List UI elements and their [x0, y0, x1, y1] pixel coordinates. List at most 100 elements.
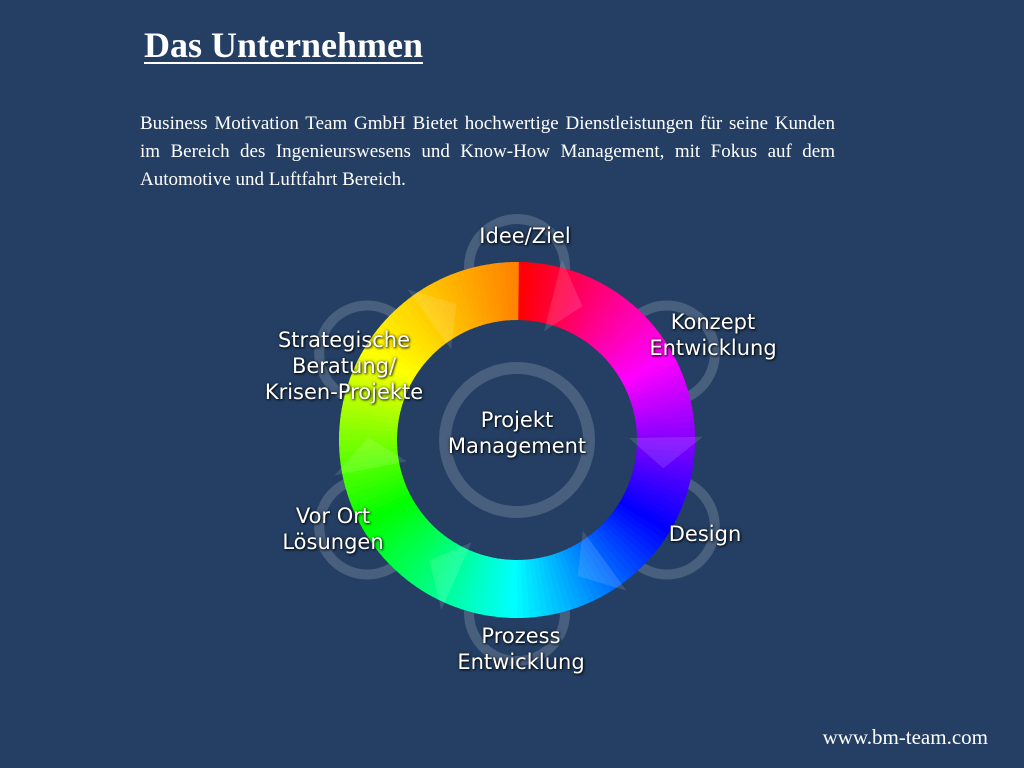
ring-segment — [339, 451, 399, 465]
ring-segment — [560, 549, 590, 606]
ring-segment — [586, 534, 627, 586]
ring-arrow-head — [407, 289, 457, 350]
ring-segment — [358, 495, 414, 529]
ring-segment — [622, 492, 677, 526]
ring-segment — [492, 262, 506, 322]
ring-segment — [396, 528, 440, 577]
ring-segment — [426, 543, 461, 598]
ring-segment — [554, 270, 580, 328]
ring-segment — [362, 344, 416, 380]
ring-segment — [593, 529, 637, 578]
ring-segment — [577, 285, 613, 339]
intro-paragraph: Business Motivation Team GmbH Bietet hoc… — [140, 113, 835, 190]
ring-segment — [375, 512, 426, 555]
ring-segment — [387, 522, 434, 569]
ring-segment — [456, 270, 482, 328]
center-label: Projekt Management — [447, 408, 587, 458]
ring-segment — [361, 498, 416, 535]
ring-segment — [433, 279, 466, 335]
ring-segment — [626, 484, 683, 515]
node-label-konzept: Konzept Entwicklung — [649, 310, 777, 360]
ring-segment — [401, 531, 444, 581]
ring-segment — [410, 536, 450, 588]
ring-segment — [620, 351, 676, 385]
ring-segment — [405, 533, 447, 585]
ring-segment — [633, 396, 692, 417]
ring-segment — [579, 539, 617, 592]
ring-segment — [583, 537, 622, 589]
ring-segment — [568, 545, 601, 601]
ring-segment — [339, 438, 398, 447]
ring-segment — [635, 409, 694, 425]
ring-segment — [597, 307, 642, 355]
ring-segment — [605, 517, 654, 561]
ring-segment — [383, 519, 431, 564]
ring-segment — [624, 361, 681, 393]
ring-segment — [596, 526, 641, 574]
ring-segment — [392, 525, 437, 573]
ring-segment — [569, 280, 603, 335]
ring-segment — [628, 373, 685, 401]
ring-segment — [349, 371, 407, 399]
ring-segment — [415, 538, 454, 591]
ring-segment — [356, 491, 412, 524]
ring-segment — [624, 488, 680, 520]
ring-arrow-head — [429, 542, 472, 610]
ring-segment — [590, 299, 633, 349]
ring-segment — [544, 555, 567, 614]
ring-segment — [371, 509, 423, 550]
ring-segment — [575, 541, 612, 596]
node-label-design: Design — [668, 522, 742, 546]
ring-segment — [347, 475, 405, 501]
ring-segment — [397, 302, 441, 351]
color-ring — [339, 262, 695, 618]
ring-segment — [422, 284, 459, 339]
ring-segment — [594, 303, 638, 352]
ring-segment — [610, 510, 662, 552]
ring-segment — [379, 516, 428, 560]
ring-segment — [580, 289, 619, 342]
ring-segment — [632, 390, 691, 413]
ring-segment — [510, 262, 519, 321]
ring-segment — [368, 506, 420, 545]
ring-segment — [589, 531, 632, 582]
ring-segment — [611, 330, 663, 371]
ring-segment — [587, 295, 629, 347]
ring-segment — [540, 556, 561, 615]
ring-segment — [412, 291, 451, 343]
ring-segment — [340, 455, 399, 471]
ghost-circle-center — [439, 362, 595, 518]
ring-segment — [372, 328, 424, 370]
ring-segment — [622, 356, 678, 389]
ring-segment — [528, 558, 542, 618]
ring-segment — [376, 324, 426, 367]
ring-segment — [351, 365, 408, 396]
node-label-vor-ort: Vor Ort Lösungen — [282, 504, 384, 554]
ring-segment — [454, 552, 480, 610]
ring-segment — [573, 282, 608, 337]
ring-segment — [369, 333, 421, 373]
ring-segment — [631, 384, 689, 409]
ring-segment — [552, 552, 578, 610]
ring-segment — [467, 266, 490, 325]
ring-segment — [357, 354, 412, 388]
ring-segment — [486, 263, 502, 322]
website-footer: www.bm-team.com — [822, 725, 988, 749]
ring-segment — [347, 377, 405, 403]
ring-segment — [354, 360, 410, 392]
ring-segment — [442, 549, 473, 606]
ring-segment — [561, 274, 592, 331]
ring-segment — [343, 467, 402, 490]
ring-segment — [407, 294, 448, 346]
ring-arrow-head — [334, 437, 408, 476]
ring-segment — [565, 277, 597, 333]
ring-segment — [618, 500, 672, 536]
ring-segment — [616, 340, 669, 378]
ring-segment — [417, 288, 455, 341]
ring-segment — [428, 281, 462, 337]
ring-segment — [630, 473, 689, 497]
ring-segment — [393, 306, 438, 354]
ring-segment — [431, 545, 465, 600]
ring-segment — [614, 335, 666, 374]
ring-segment — [349, 479, 406, 507]
